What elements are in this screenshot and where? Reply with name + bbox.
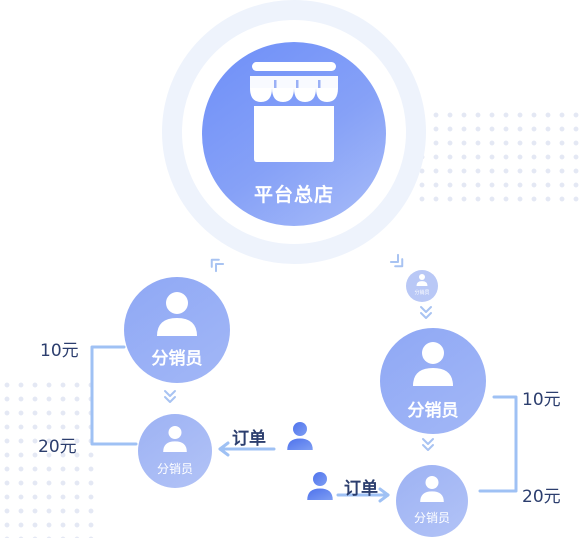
user-icon	[416, 274, 428, 286]
chevron-right-top-down	[420, 306, 432, 319]
right-commission-bracket	[478, 395, 518, 493]
right-upper-commission: 10元	[522, 390, 561, 410]
right-order-label: 订单	[344, 479, 378, 499]
storefront-icon	[250, 62, 338, 162]
left-upper-commission: 10元	[40, 341, 79, 361]
chevron-right-down	[422, 438, 434, 451]
left-lower-commission: 20元	[38, 437, 77, 457]
hq-label: 平台总店	[253, 184, 334, 206]
right-lower-label: 分销员	[413, 511, 450, 525]
customer-icon	[287, 422, 313, 450]
right-upper-label: 分销员	[407, 401, 459, 421]
left-order-label: 订单	[232, 429, 266, 449]
left-lower-label: 分销员	[156, 462, 193, 476]
left-upper-label: 分销员	[151, 349, 203, 369]
chevron-hq-right	[389, 253, 404, 268]
right-lower-commission: 20元	[522, 487, 561, 507]
chevron-left-down	[164, 390, 176, 403]
user-icon	[163, 426, 187, 452]
right-tiny-label: 分销员	[414, 290, 430, 296]
dot-grid-right	[415, 108, 584, 208]
customer-icon	[307, 472, 333, 500]
chevron-hq-left	[210, 258, 225, 273]
left-commission-bracket	[90, 345, 138, 446]
user-icon	[420, 476, 444, 502]
user-icon	[413, 342, 453, 386]
user-icon	[157, 292, 197, 336]
dot-grid-left	[0, 378, 100, 538]
